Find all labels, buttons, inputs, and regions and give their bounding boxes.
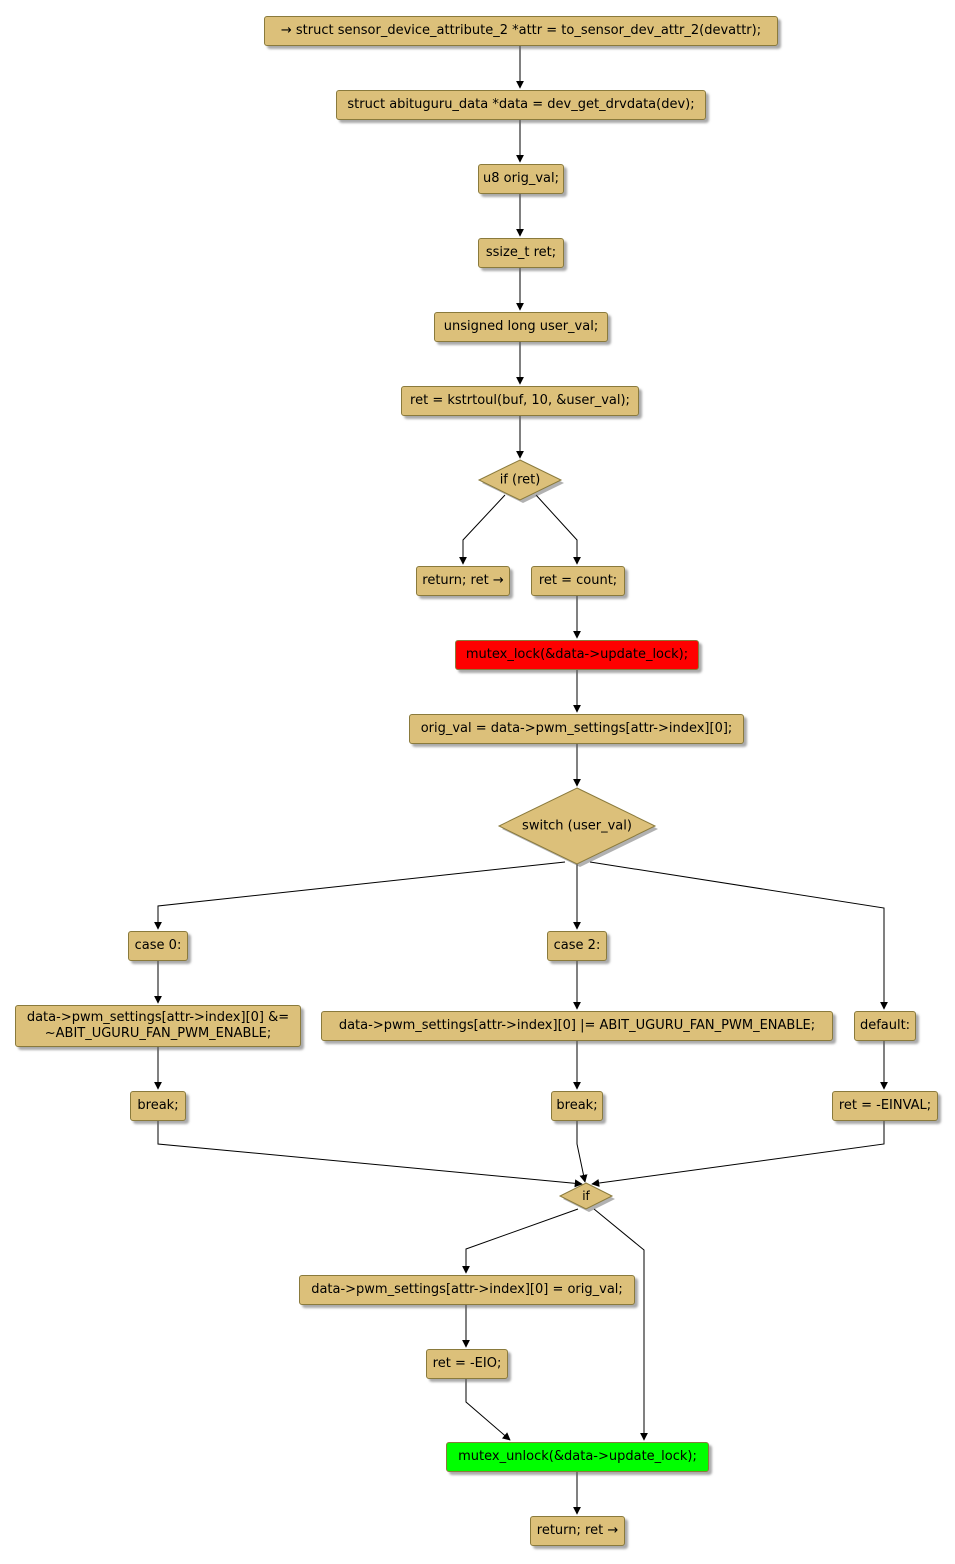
- node-user-val-decl: unsigned long user_val;: [434, 312, 608, 342]
- decision-if-ret-shape: [477, 459, 563, 501]
- node-case-0-break: break;: [130, 1091, 186, 1121]
- node-ret-count: ret = count;: [531, 566, 625, 596]
- node-return-early: return; ret →: [416, 566, 510, 596]
- decision-switch-user-val-shape: [497, 787, 657, 865]
- node-case-2-set: data->pwm_settings[attr->index][0] |= AB…: [321, 1011, 833, 1041]
- decision-if-ret: if (ret): [499, 472, 541, 488]
- edge-d2-to-cd: [589, 861, 888, 1010]
- edge-n12-to-n13: [465, 1379, 511, 1441]
- node-ret-eio: ret = -EIO;: [426, 1349, 508, 1379]
- edge-d1-to-n8: [535, 494, 581, 565]
- node-return-final: return; ret →: [530, 1516, 625, 1546]
- edge-d3-to-n13: [593, 1208, 648, 1441]
- node-kstrtoul: ret = kstrtoul(buf, 10, &user_val);: [401, 386, 639, 416]
- decision-if: if: [582, 1189, 590, 1203]
- node-attr-decl: → struct sensor_device_attribute_2 *attr…: [264, 16, 778, 46]
- node-orig-val-assign: orig_val = data->pwm_settings[attr->inde…: [409, 714, 744, 744]
- decision-switch-user-val: switch (user_val): [522, 818, 632, 834]
- node-case-0: case 0:: [128, 931, 188, 961]
- node-orig-val-decl: u8 orig_val;: [478, 164, 564, 194]
- node-case-2: case 2:: [547, 931, 607, 961]
- node-restore-orig-val: data->pwm_settings[attr->index][0] = ori…: [299, 1275, 635, 1305]
- edge-c0b-to-d3: [157, 1121, 583, 1188]
- node-ret-einval: ret = -EINVAL;: [832, 1091, 938, 1121]
- node-case-0-clear: data->pwm_settings[attr->index][0] &= ~A…: [15, 1005, 301, 1047]
- decision-if-shape: [558, 1182, 614, 1210]
- edge-c2b-to-d3: [576, 1121, 588, 1183]
- node-data-decl: struct abituguru_data *data = dev_get_dr…: [336, 90, 706, 120]
- node-mutex-unlock: mutex_unlock(&data->update_lock);: [446, 1442, 709, 1472]
- node-mutex-lock: mutex_lock(&data->update_lock);: [455, 640, 699, 670]
- edge-d3-to-n11: [462, 1208, 579, 1274]
- node-case-2-break: break;: [551, 1091, 603, 1121]
- edge-d2-to-c0: [154, 861, 566, 930]
- edge-cda-to-d3: [591, 1121, 885, 1187]
- node-ret-decl: ssize_t ret;: [478, 238, 564, 268]
- node-default: default:: [854, 1011, 916, 1041]
- edge-d1-to-n7: [459, 494, 506, 565]
